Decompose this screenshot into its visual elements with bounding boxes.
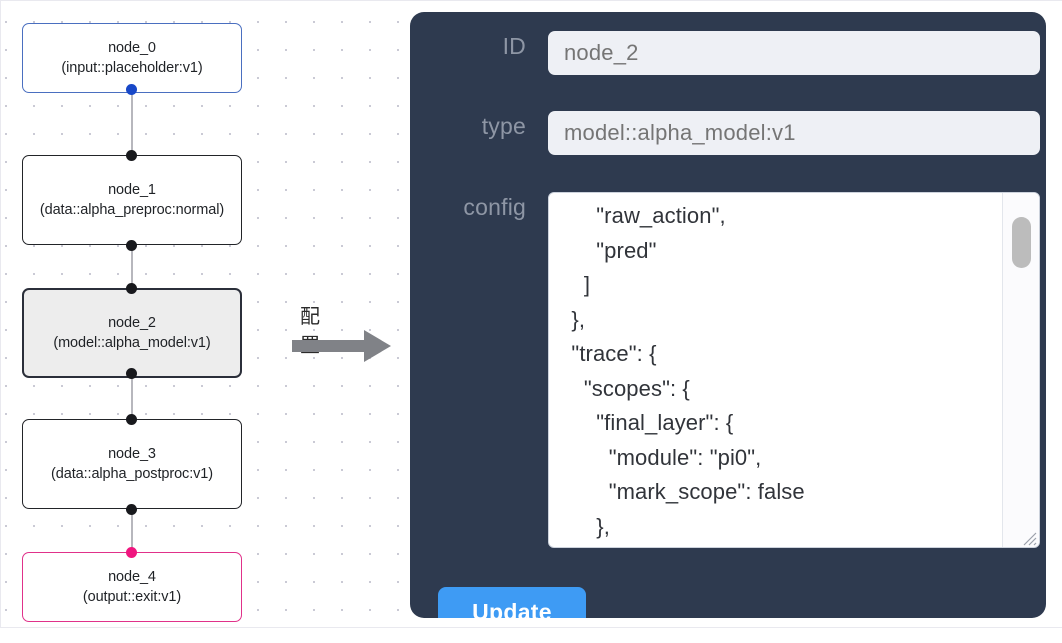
handle-node_0-source[interactable] (126, 84, 137, 95)
flow-node-label: node_2 (model::alpha_model:v1) (53, 315, 211, 351)
edge-node0-node1 (131, 90, 134, 160)
type-field-label: type (481, 113, 526, 139)
viewport-top-edge (0, 0, 1062, 1)
canvas-bottom-strip (0, 628, 1062, 643)
flow-node-node_0[interactable]: node_0 (input::placeholder:v1) (22, 23, 242, 93)
flow-node-label: node_1 (data::alpha_preproc:normal) (39, 182, 225, 218)
id-field-label: ID (502, 33, 526, 59)
config-scrollbar[interactable] (1002, 193, 1039, 547)
flow-node-node_4[interactable]: node_4 (output::exit:v1) (22, 552, 242, 622)
type-field-row: type (428, 111, 1040, 155)
handle-node_2-source[interactable] (126, 368, 137, 379)
handle-node_2-target[interactable] (126, 283, 137, 294)
handle-node_4-target[interactable] (126, 547, 137, 558)
flow-node-label: node_0 (input::placeholder:v1) (61, 40, 203, 76)
viewport-left-edge (0, 0, 1, 628)
config-textarea-wrapper: "raw_action", "pred" ] }, "trace": { "sc… (548, 192, 1040, 548)
flow-node-label: node_4 (output::exit:v1) (82, 569, 182, 605)
handle-node_1-target[interactable] (126, 150, 137, 161)
flow-node-node_3[interactable]: node_3 (data::alpha_postproc:v1) (22, 419, 242, 509)
config-scrollbar-thumb[interactable] (1012, 217, 1031, 268)
resize-handle-icon[interactable] (1019, 528, 1037, 546)
handle-node_3-source[interactable] (126, 504, 137, 515)
config-field-row: config "raw_action", "pred" ] }, "trace"… (428, 192, 1040, 548)
flow-node-label: node_3 (data::alpha_postproc:v1) (51, 446, 213, 482)
handle-node_1-source[interactable] (126, 240, 137, 251)
handle-node_3-target[interactable] (126, 414, 137, 425)
viewport-bottom-edge (0, 627, 1062, 628)
right-arrow-icon (292, 330, 391, 362)
edge-node2-node3 (131, 373, 134, 422)
node-config-panel: ID type config "raw_action", "pred" ] },… (410, 12, 1046, 618)
config-textarea[interactable]: "raw_action", "pred" ] }, "trace": { "sc… (549, 193, 1004, 547)
config-field-label: config (463, 194, 526, 220)
type-input[interactable] (548, 111, 1040, 155)
edge-node3-node4 (131, 509, 134, 553)
id-field-row: ID (428, 31, 1040, 75)
edge-node1-node2 (131, 245, 134, 300)
flow-node-node_1[interactable]: node_1 (data::alpha_preproc:normal) (22, 155, 242, 245)
id-input[interactable] (548, 31, 1040, 75)
flow-node-node_2[interactable]: node_2 (model::alpha_model:v1) (22, 288, 242, 378)
update-button[interactable]: Update (438, 587, 586, 618)
